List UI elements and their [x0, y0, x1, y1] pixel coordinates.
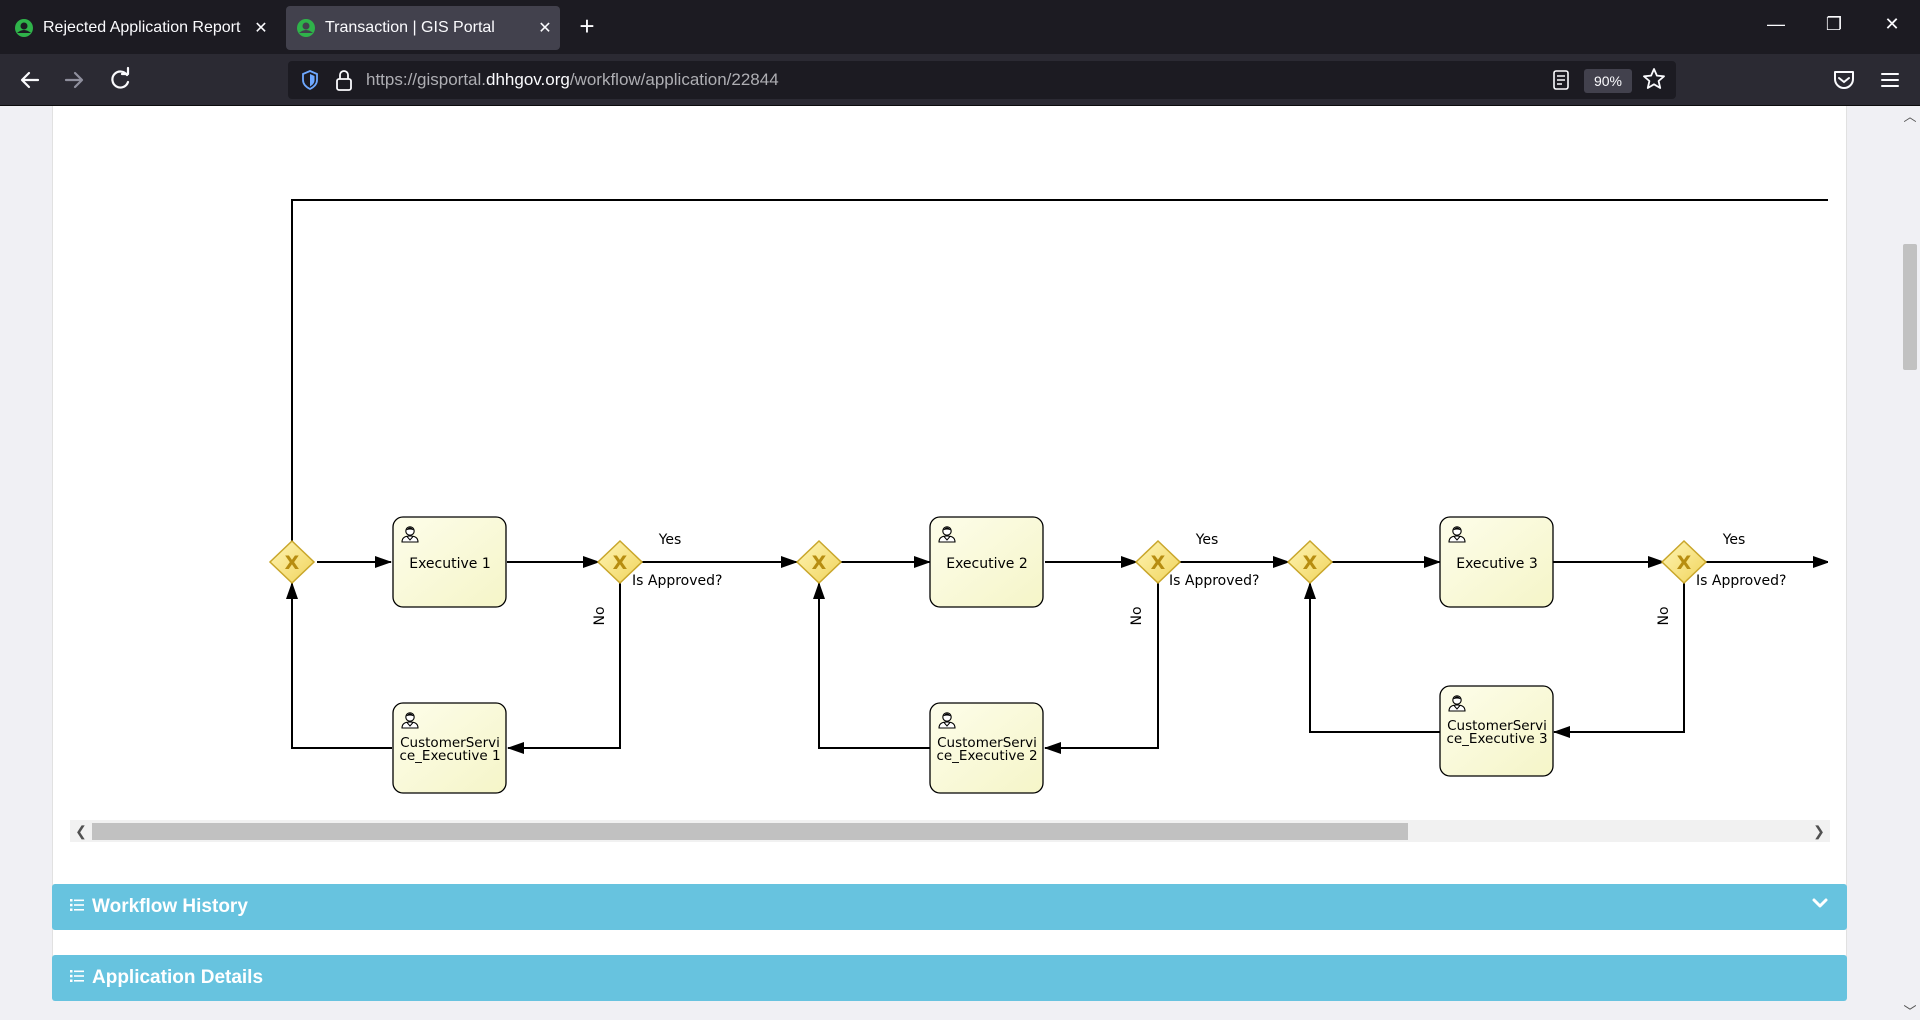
reader-view-icon[interactable]: [1552, 70, 1570, 90]
label-yes-3: Yes: [1722, 532, 1746, 548]
label-no-2: No: [1129, 606, 1145, 625]
gis-portal-favicon-icon: [297, 19, 315, 37]
application-details-title: Application Details: [92, 967, 264, 988]
label-is-approved-3: Is Approved?: [1696, 573, 1786, 589]
gateway-approval-1[interactable]: X: [596, 539, 644, 585]
page-content: X X X X X X: [0, 106, 1900, 1020]
navigation-toolbar: https://gisportal.dhhgov.org/workflow/ap…: [0, 54, 1920, 106]
lock-icon[interactable]: [334, 69, 354, 91]
tab-rejected-application-report[interactable]: Rejected Application Report ✕: [4, 6, 276, 50]
url-path: /workflow/application/22844: [569, 70, 779, 89]
label-no-1: No: [592, 606, 608, 625]
task-executive-3[interactable]: Executive 3: [1439, 516, 1554, 608]
reload-icon[interactable]: [104, 64, 136, 96]
tab-title: Rejected Application Report: [43, 19, 241, 36]
task-customer-service-executive-1[interactable]: CustomerServi ce_Executive 1: [392, 702, 507, 794]
gis-portal-favicon-icon: [15, 19, 33, 37]
task-executive-2[interactable]: Executive 2: [929, 516, 1044, 608]
svg-text:X: X: [1303, 552, 1318, 574]
star-icon[interactable]: [1642, 67, 1666, 91]
svg-text:ce_Executive 2: ce_Executive 2: [936, 748, 1037, 764]
gateway-approval-3[interactable]: X: [1660, 539, 1708, 585]
menu-icon[interactable]: [1874, 64, 1906, 96]
loop-back-connector: [286, 199, 1828, 564]
page-vertical-scrollbar[interactable]: ︿ ﹀: [1900, 106, 1920, 1020]
label-is-approved-1: Is Approved?: [632, 573, 722, 589]
gateway-start-2[interactable]: X: [795, 539, 843, 585]
scroll-left-icon[interactable]: ❮: [75, 823, 87, 839]
label-yes-2: Yes: [1195, 532, 1219, 548]
pocket-icon[interactable]: [1828, 64, 1860, 96]
workflow-history-title: Workflow History: [92, 896, 248, 917]
workflow-diagram: X X X X X X: [268, 199, 1828, 794]
zoom-level-button[interactable]: 90%: [1584, 69, 1632, 93]
scrollbar-thumb[interactable]: [1903, 244, 1917, 370]
svg-text:X: X: [1677, 552, 1692, 574]
scrollbar-thumb[interactable]: [92, 823, 1408, 840]
gateway-start-3[interactable]: X: [1286, 539, 1334, 585]
gateway-approval-2[interactable]: X: [1134, 539, 1182, 585]
svg-text:CustomerServi: CustomerServi: [400, 735, 500, 751]
tab-close-icon[interactable]: ✕: [538, 20, 552, 37]
svg-text:CustomerServi: CustomerServi: [937, 735, 1037, 751]
list-icon: [70, 970, 84, 982]
restore-icon[interactable]: ❐: [1825, 14, 1843, 34]
svg-text:X: X: [1151, 552, 1166, 574]
workflow-diagram-viewport[interactable]: X X X X X X: [68, 106, 1828, 830]
task-customer-service-executive-2[interactable]: CustomerServi ce_Executive 2: [929, 702, 1044, 794]
url-text[interactable]: https://gisportal.dhhgov.org/workflow/ap…: [366, 70, 779, 90]
label-is-approved-2: Is Approved?: [1169, 573, 1259, 589]
tab-transaction-gis-portal[interactable]: Transaction | GIS Portal ✕: [286, 6, 560, 50]
application-details-panel-header[interactable]: Application Details: [52, 955, 1847, 1001]
scroll-up-icon[interactable]: ︿: [1903, 109, 1917, 124]
svg-text:CustomerServi: CustomerServi: [1447, 718, 1547, 734]
gateway-start-1[interactable]: X: [268, 539, 316, 585]
url-prefix: https://gisportal.: [366, 70, 487, 89]
label-no-3: No: [1656, 606, 1672, 625]
url-bar[interactable]: https://gisportal.dhhgov.org/workflow/ap…: [288, 61, 1676, 99]
workflow-history-panel-header[interactable]: Workflow History: [52, 884, 1847, 930]
svg-text:X: X: [285, 552, 300, 574]
svg-text:Executive 1: Executive 1: [409, 556, 491, 572]
task-executive-1[interactable]: Executive 1: [392, 516, 507, 608]
new-tab-icon[interactable]: +: [579, 11, 595, 41]
label-yes-1: Yes: [658, 532, 682, 548]
shield-icon[interactable]: [300, 70, 320, 90]
forward-icon[interactable]: [58, 64, 90, 96]
svg-text:X: X: [812, 552, 827, 574]
svg-text:Executive 2: Executive 2: [946, 556, 1028, 572]
chevron-down-icon[interactable]: [1811, 894, 1829, 912]
diagram-horizontal-scrollbar[interactable]: ❮ ❯: [70, 820, 1830, 842]
task-customer-service-executive-3[interactable]: CustomerServi ce_Executive 3: [1439, 685, 1554, 777]
tab-title: Transaction | GIS Portal: [325, 19, 495, 36]
tab-strip: Rejected Application Report ✕ Transactio…: [0, 0, 1920, 54]
scroll-down-icon[interactable]: ﹀: [1903, 1004, 1917, 1019]
back-icon[interactable]: [14, 64, 46, 96]
scroll-right-icon[interactable]: ❯: [1813, 823, 1825, 839]
minimize-icon[interactable]: —: [1767, 14, 1785, 34]
close-window-icon[interactable]: ✕: [1884, 14, 1900, 34]
list-icon: [70, 899, 84, 911]
svg-text:ce_Executive 1: ce_Executive 1: [399, 748, 500, 764]
svg-text:ce_Executive 3: ce_Executive 3: [1446, 731, 1547, 747]
svg-text:Executive 3: Executive 3: [1456, 556, 1538, 572]
tab-close-icon[interactable]: ✕: [254, 20, 268, 37]
svg-text:X: X: [613, 552, 628, 574]
url-host: dhhgov.org: [486, 70, 570, 89]
